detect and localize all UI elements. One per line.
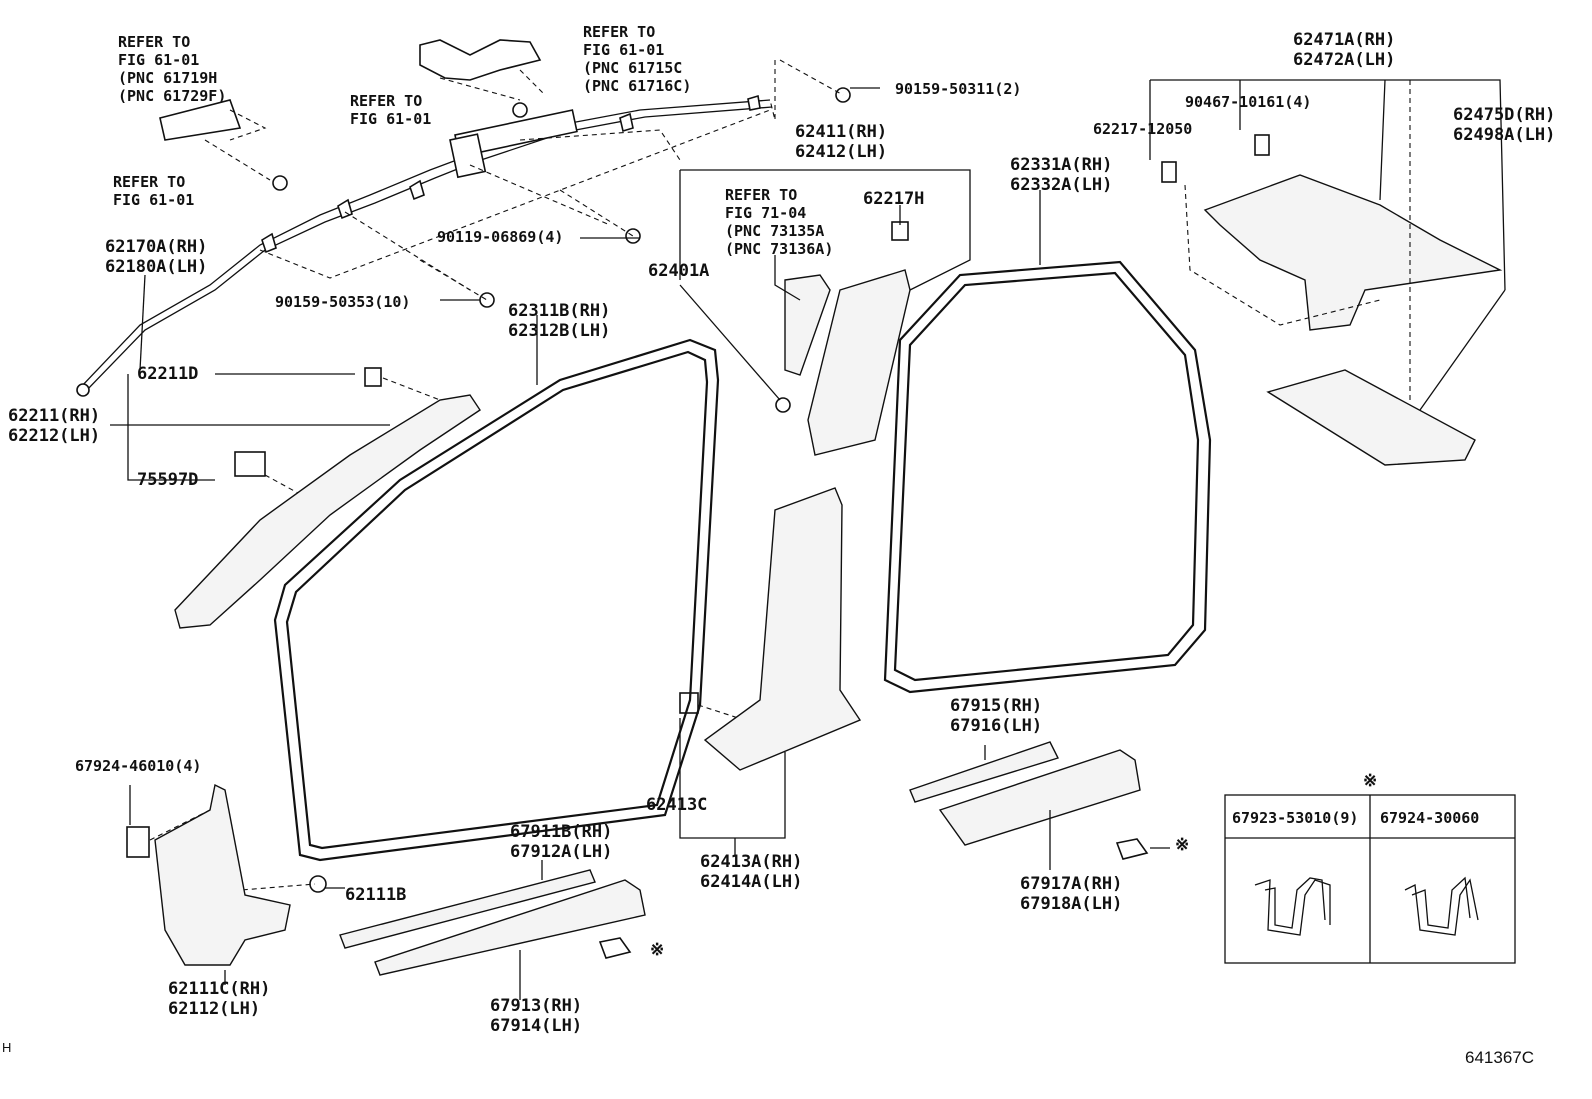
clip-box-left-label: 67923-53010(9) <box>1232 809 1359 827</box>
refer-fig-61-01-bracket-label: REFER TO FIG 61-01 (PNC 61715C (PNC 6171… <box>583 23 692 95</box>
part-62475d-label: 62475D(RH) 62498A(LH) <box>1453 105 1556 145</box>
refer-fig-61-01-label: REFER TO FIG 61-01 (PNC 61719H (PNC 6172… <box>118 33 227 105</box>
leader-lines <box>110 87 1170 1000</box>
clip-box-right-label: 67924-30060 <box>1380 809 1480 827</box>
part-62217-12050-label: 62217-12050 <box>1093 120 1193 138</box>
refer-fig-61-01-mid-label: REFER TO FIG 61-01 <box>350 92 432 128</box>
part-67911b-label: 67911B(RH) 67912A(LH) <box>510 822 613 862</box>
front-scuff-plates <box>339 869 646 976</box>
rear-quarter-trim <box>1149 79 1506 466</box>
part-90159-50311-label: 90159-50311(2) <box>895 80 1022 98</box>
part-62211d-label: 62211D <box>137 364 199 384</box>
part-62211-label: 62211(RH) 62212(LH) <box>8 406 101 446</box>
rear-scuff-plates <box>909 741 1141 846</box>
fasteners <box>126 59 1270 959</box>
note-mark-rear: ※ <box>1175 835 1190 855</box>
corner-letter: H <box>2 1040 12 1055</box>
part-62331a-label: 62331A(RH) 62332A(LH) <box>1010 155 1113 195</box>
note-mark-front: ※ <box>650 940 665 960</box>
part-62471a-label: 62471A(RH) 62472A(LH) <box>1293 30 1396 70</box>
part-62311b-label: 62311B(RH) 62312B(LH) <box>508 301 611 341</box>
cowl-side-trim <box>154 783 291 966</box>
part-62111c-label: 62111C(RH) 62112(LH) <box>168 979 271 1019</box>
part-67924-46010-label: 67924-46010(4) <box>75 757 202 775</box>
rear-door-weatherstrip <box>883 260 1212 694</box>
a-pillar-garnish <box>174 394 481 629</box>
front-door-weatherstrip <box>273 338 720 862</box>
clip-detail-box <box>1224 794 1516 964</box>
part-90119-06869-label: 90119-06869(4) <box>437 228 564 246</box>
part-62411-label: 62411(RH) 62412(LH) <box>795 122 888 162</box>
center-pillar-upper <box>784 269 911 456</box>
part-90159-50353-label: 90159-50353(10) <box>275 293 411 311</box>
refer-fig-71-04-label: REFER TO FIG 71-04 (PNC 73135A (PNC 7313… <box>725 186 834 258</box>
part-67913-label: 67913(RH) 67914(LH) <box>490 996 583 1036</box>
part-62217h-label: 62217H <box>863 189 925 209</box>
part-90467-10161-label: 90467-10161(4) <box>1185 93 1312 111</box>
part-62413c-label: 62413C <box>646 795 708 815</box>
refer-fig-61-01-bolt-label: REFER TO FIG 61-01 <box>113 173 195 209</box>
note-mark-box: ※ <box>1363 771 1378 791</box>
part-62401a-label: 62401A <box>648 261 710 281</box>
curtain-airbag-part <box>76 60 776 397</box>
part-75597d-label: 75597D <box>137 470 199 490</box>
part-62170a-label: 62170A(RH) 62180A(LH) <box>105 237 208 277</box>
diagram-id: 641367C <box>1465 1048 1535 1067</box>
part-62111b-label: 62111B <box>345 885 407 905</box>
center-pillar-lower <box>703 487 862 771</box>
part-62413a-label: 62413A(RH) 62414A(LH) <box>700 852 803 892</box>
roof-brackets <box>159 39 546 181</box>
part-67917a-label: 67917A(RH) 67918A(LH) <box>1020 874 1123 914</box>
part-67915-label: 67915(RH) 67916(LH) <box>950 696 1043 736</box>
